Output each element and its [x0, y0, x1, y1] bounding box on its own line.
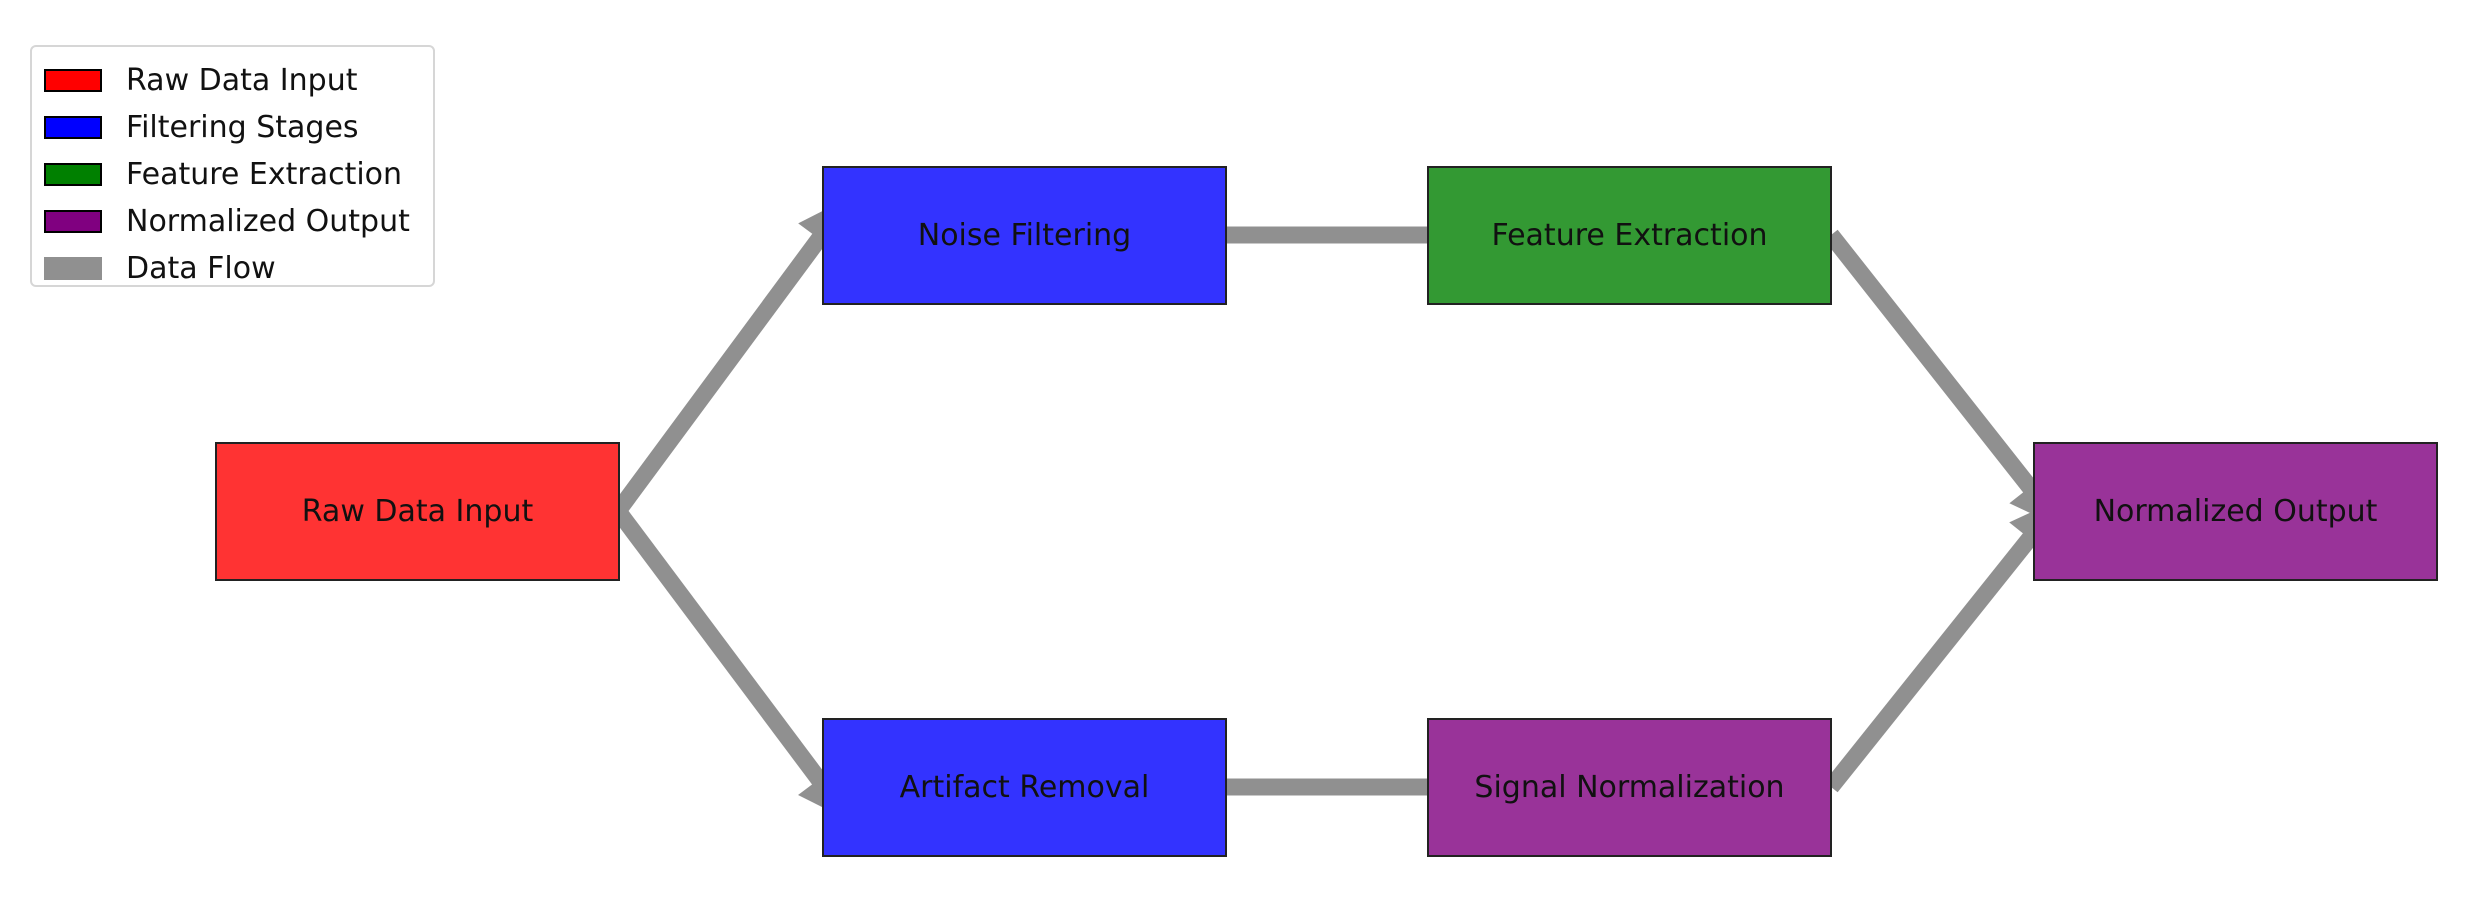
- node-signal-label: Signal Normalization: [1474, 770, 1784, 805]
- node-noise-box: [822, 166, 1227, 305]
- legend-swatch-purple: [44, 210, 102, 233]
- node-output-label: Normalized Output: [2094, 494, 2378, 529]
- node-signal-box: [1427, 718, 1832, 857]
- node-artifact-box: [822, 718, 1227, 857]
- edge-raw-to-artifact: [611, 505, 850, 821]
- legend-item-raw-data-input: Raw Data Input: [44, 57, 433, 104]
- flow-arrow-shaft: [1824, 528, 2040, 793]
- nodes-layer: Raw Data Input Noise Filtering Artifact …: [215, 166, 2438, 857]
- legend-item-data-flow: Data Flow: [44, 245, 433, 292]
- node-raw-label: Raw Data Input: [302, 494, 534, 529]
- flow-arrow-shaft: [1824, 229, 2041, 498]
- legend-label: Normalized Output: [126, 204, 410, 239]
- node-artifact-label: Artifact Removal: [900, 770, 1150, 805]
- node-artifact-removal: Artifact Removal: [822, 718, 1227, 857]
- legend-swatch-red: [44, 69, 102, 92]
- legend-label: Raw Data Input: [126, 63, 358, 98]
- edge-signal-to-output: [1824, 498, 2062, 793]
- node-noise-label: Noise Filtering: [918, 218, 1131, 253]
- flow-arrow-shaft: [611, 505, 830, 790]
- legend: Raw Data Input Filtering Stages Feature …: [30, 45, 435, 287]
- node-noise-filtering: Noise Filtering: [822, 166, 1227, 305]
- legend-label: Feature Extraction: [126, 157, 403, 192]
- legend-swatch-blue: [44, 116, 102, 139]
- legend-item-filtering-stages: Filtering Stages: [44, 104, 433, 151]
- legend-swatch-green: [44, 163, 102, 186]
- legend-item-feature-extraction: Feature Extraction: [44, 151, 433, 198]
- node-feature-box: [1427, 166, 1832, 305]
- flow-arrow-shaft: [611, 228, 830, 517]
- edge-raw-to-noise: [611, 197, 850, 517]
- node-raw-box: [215, 442, 620, 581]
- legend-item-normalized-output: Normalized Output: [44, 198, 433, 245]
- node-raw-data-input: Raw Data Input: [215, 442, 620, 581]
- node-signal-normalization: Signal Normalization: [1427, 718, 1832, 857]
- legend-label: Data Flow: [126, 251, 276, 286]
- legend-swatch-gray: [44, 257, 102, 280]
- node-normalized-output: Normalized Output: [2033, 442, 2438, 581]
- edge-feature-to-output: [1824, 229, 2062, 528]
- node-feature-label: Feature Extraction: [1491, 218, 1767, 253]
- node-output-box: [2033, 442, 2438, 581]
- legend-label: Filtering Stages: [126, 110, 359, 145]
- node-feature-extraction: Feature Extraction: [1427, 166, 1832, 305]
